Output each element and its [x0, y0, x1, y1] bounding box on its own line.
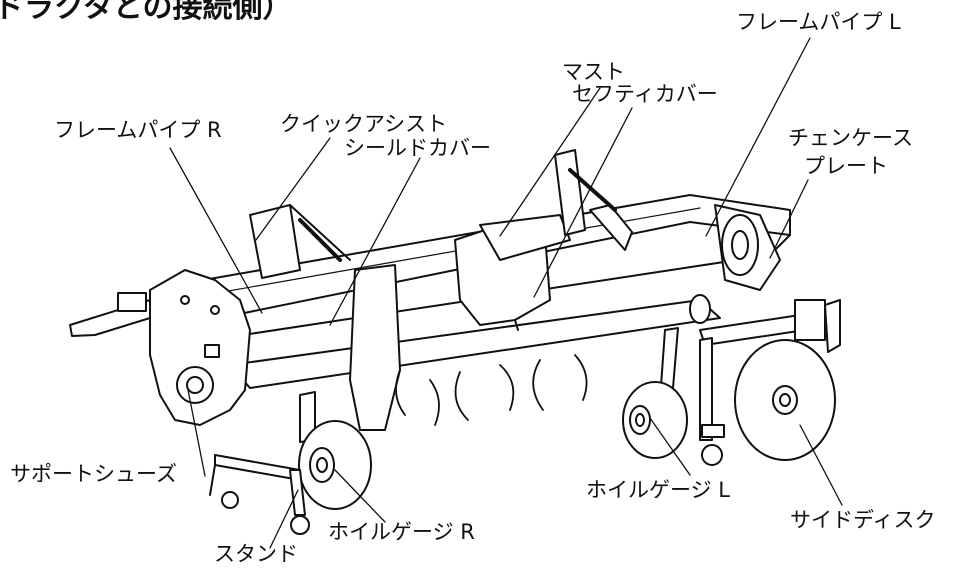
- label-wheel-gauge-r: ホイルゲージ R: [328, 520, 475, 544]
- chain-case-plate: [714, 204, 781, 291]
- label-side-disc: サイドディスク: [790, 508, 936, 532]
- label-shield-cover: シールドカバー: [344, 136, 491, 160]
- wheel-gauge-r: [298, 391, 372, 510]
- leader-support-shoes: [187, 389, 206, 477]
- leader-wheel-gauge-l: [649, 417, 691, 476]
- label-quick-assist: クイックアシスト: [280, 112, 448, 136]
- leader-chain-case: [769, 179, 809, 259]
- wheel-gauge-l: [622, 327, 688, 459]
- side-bar: [699, 299, 841, 353]
- shield-cover-plate: [349, 264, 401, 431]
- page-title: ドラクタとの接続側）: [0, 0, 293, 25]
- right-chain-case: [149, 269, 251, 426]
- stand-frame: [209, 454, 310, 535]
- stand-legs-left-side: [699, 337, 725, 466]
- leader-side-disc: [799, 424, 843, 506]
- leader-mast: [499, 87, 601, 237]
- label-support-shoes: サポートシューズ: [10, 462, 177, 486]
- label-wheel-gauge-l: ホイルゲージ L: [586, 478, 730, 502]
- support-shoe-bar: [69, 292, 151, 337]
- label-frame-pipe-l: フレームパイプ L: [736, 10, 901, 34]
- leader-lines: [169, 37, 843, 549]
- leader-shield-cover: [329, 157, 421, 326]
- quick-assist-linkage: [249, 204, 351, 279]
- rotor-tines: [395, 354, 588, 426]
- leader-quick-assist: [255, 137, 331, 241]
- leader-safety-cover: [533, 107, 633, 298]
- safety-cover-body: [454, 214, 571, 331]
- label-mast: マスト: [562, 60, 625, 84]
- label-safety-cover: セフティカバー: [572, 82, 718, 106]
- leader-frame-pipe-l: [705, 37, 811, 237]
- label-chain-case-2: プレート: [804, 154, 888, 178]
- label-stand: スタンド: [214, 542, 298, 566]
- leader-stand: [269, 489, 299, 549]
- label-frame-pipe-r: フレームパイプ R: [54, 118, 222, 142]
- side-disc: [734, 339, 836, 461]
- label-chain-case-1: チェンケース: [788, 126, 913, 150]
- leader-frame-pipe-r: [169, 147, 263, 314]
- leader-wheel-gauge-r: [334, 469, 386, 523]
